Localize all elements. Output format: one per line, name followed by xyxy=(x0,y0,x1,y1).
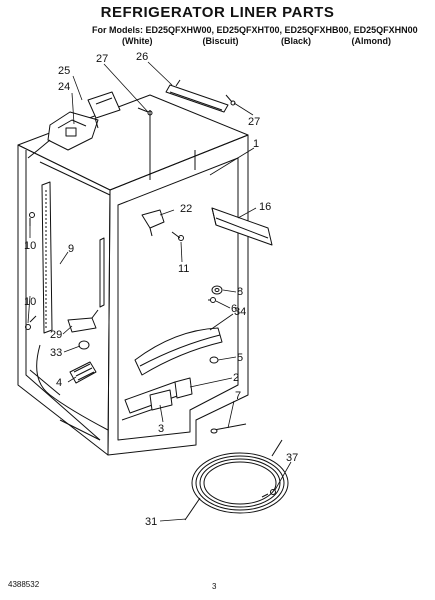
screw-10-upper xyxy=(29,212,35,226)
wire-harness xyxy=(36,344,109,431)
cover-34 xyxy=(134,327,223,376)
callout-4: 4 xyxy=(56,377,62,389)
cover-25 xyxy=(87,91,121,129)
callout-7: 7 xyxy=(235,390,241,402)
leader-lines xyxy=(27,61,292,522)
callout-10-lower: 10 xyxy=(24,296,36,308)
part-33 xyxy=(78,340,90,350)
callout-22: 22 xyxy=(180,203,192,215)
screw-11 xyxy=(171,231,184,241)
plate-2 xyxy=(174,377,193,399)
screw-27-right xyxy=(225,94,236,106)
callout-29: 29 xyxy=(50,329,62,341)
screw-27-left xyxy=(137,107,153,116)
screw-37 xyxy=(261,489,276,498)
callout-3: 3 xyxy=(158,423,164,435)
bracket-26 xyxy=(165,79,229,113)
color-white: (White) xyxy=(122,36,153,46)
plug-3 xyxy=(149,389,173,411)
callout-24: 24 xyxy=(58,81,70,93)
callout-16: 16 xyxy=(259,201,271,213)
callout-8: 8 xyxy=(237,286,243,298)
shelf-rail xyxy=(41,181,105,334)
callout-9: 9 xyxy=(68,243,74,255)
callout-34: 34 xyxy=(234,306,246,318)
callout-26: 26 xyxy=(136,51,148,63)
cable-tie-7 xyxy=(210,423,247,434)
page-number: 3 xyxy=(212,582,217,591)
callout-10-upper: 10 xyxy=(24,240,36,252)
callout-1: 1 xyxy=(253,138,259,150)
screw-6 xyxy=(208,297,216,303)
callout-25: 25 xyxy=(58,65,70,77)
part-number: 4388532 xyxy=(8,580,40,589)
coiled-wire-31 xyxy=(184,439,289,521)
bracket-22 xyxy=(141,209,165,237)
color-almond: (Almond) xyxy=(351,36,392,46)
screw-10-lower xyxy=(25,315,37,330)
control-housing xyxy=(27,111,99,159)
callout-27-left: 27 xyxy=(96,53,108,65)
page-title: REFRIGERATOR LINER PARTS xyxy=(100,4,335,21)
callout-33: 33 xyxy=(50,347,62,359)
shelf-bracket-16 xyxy=(211,207,273,246)
color-list: (White) (Biscuit) (Black) (Almond) xyxy=(122,36,391,46)
callout-37: 37 xyxy=(286,452,298,464)
models-line: For Models: ED25QFXHW00, ED25QFXHT00, ED… xyxy=(92,25,418,35)
callout-27-right: 27 xyxy=(248,116,260,128)
callout-11: 11 xyxy=(178,263,189,275)
callout-31: 31 xyxy=(145,516,157,528)
liner-shell xyxy=(17,94,249,456)
screw-5 xyxy=(209,356,219,364)
color-biscuit: (Biscuit) xyxy=(202,36,239,46)
grommet-8 xyxy=(211,285,223,295)
callout-5: 5 xyxy=(237,352,243,364)
part-29 xyxy=(67,309,99,333)
callout-6: 6 xyxy=(231,303,237,315)
light-shield-4 xyxy=(69,361,97,384)
color-black: (Black) xyxy=(281,36,312,46)
callout-2: 2 xyxy=(233,372,239,384)
